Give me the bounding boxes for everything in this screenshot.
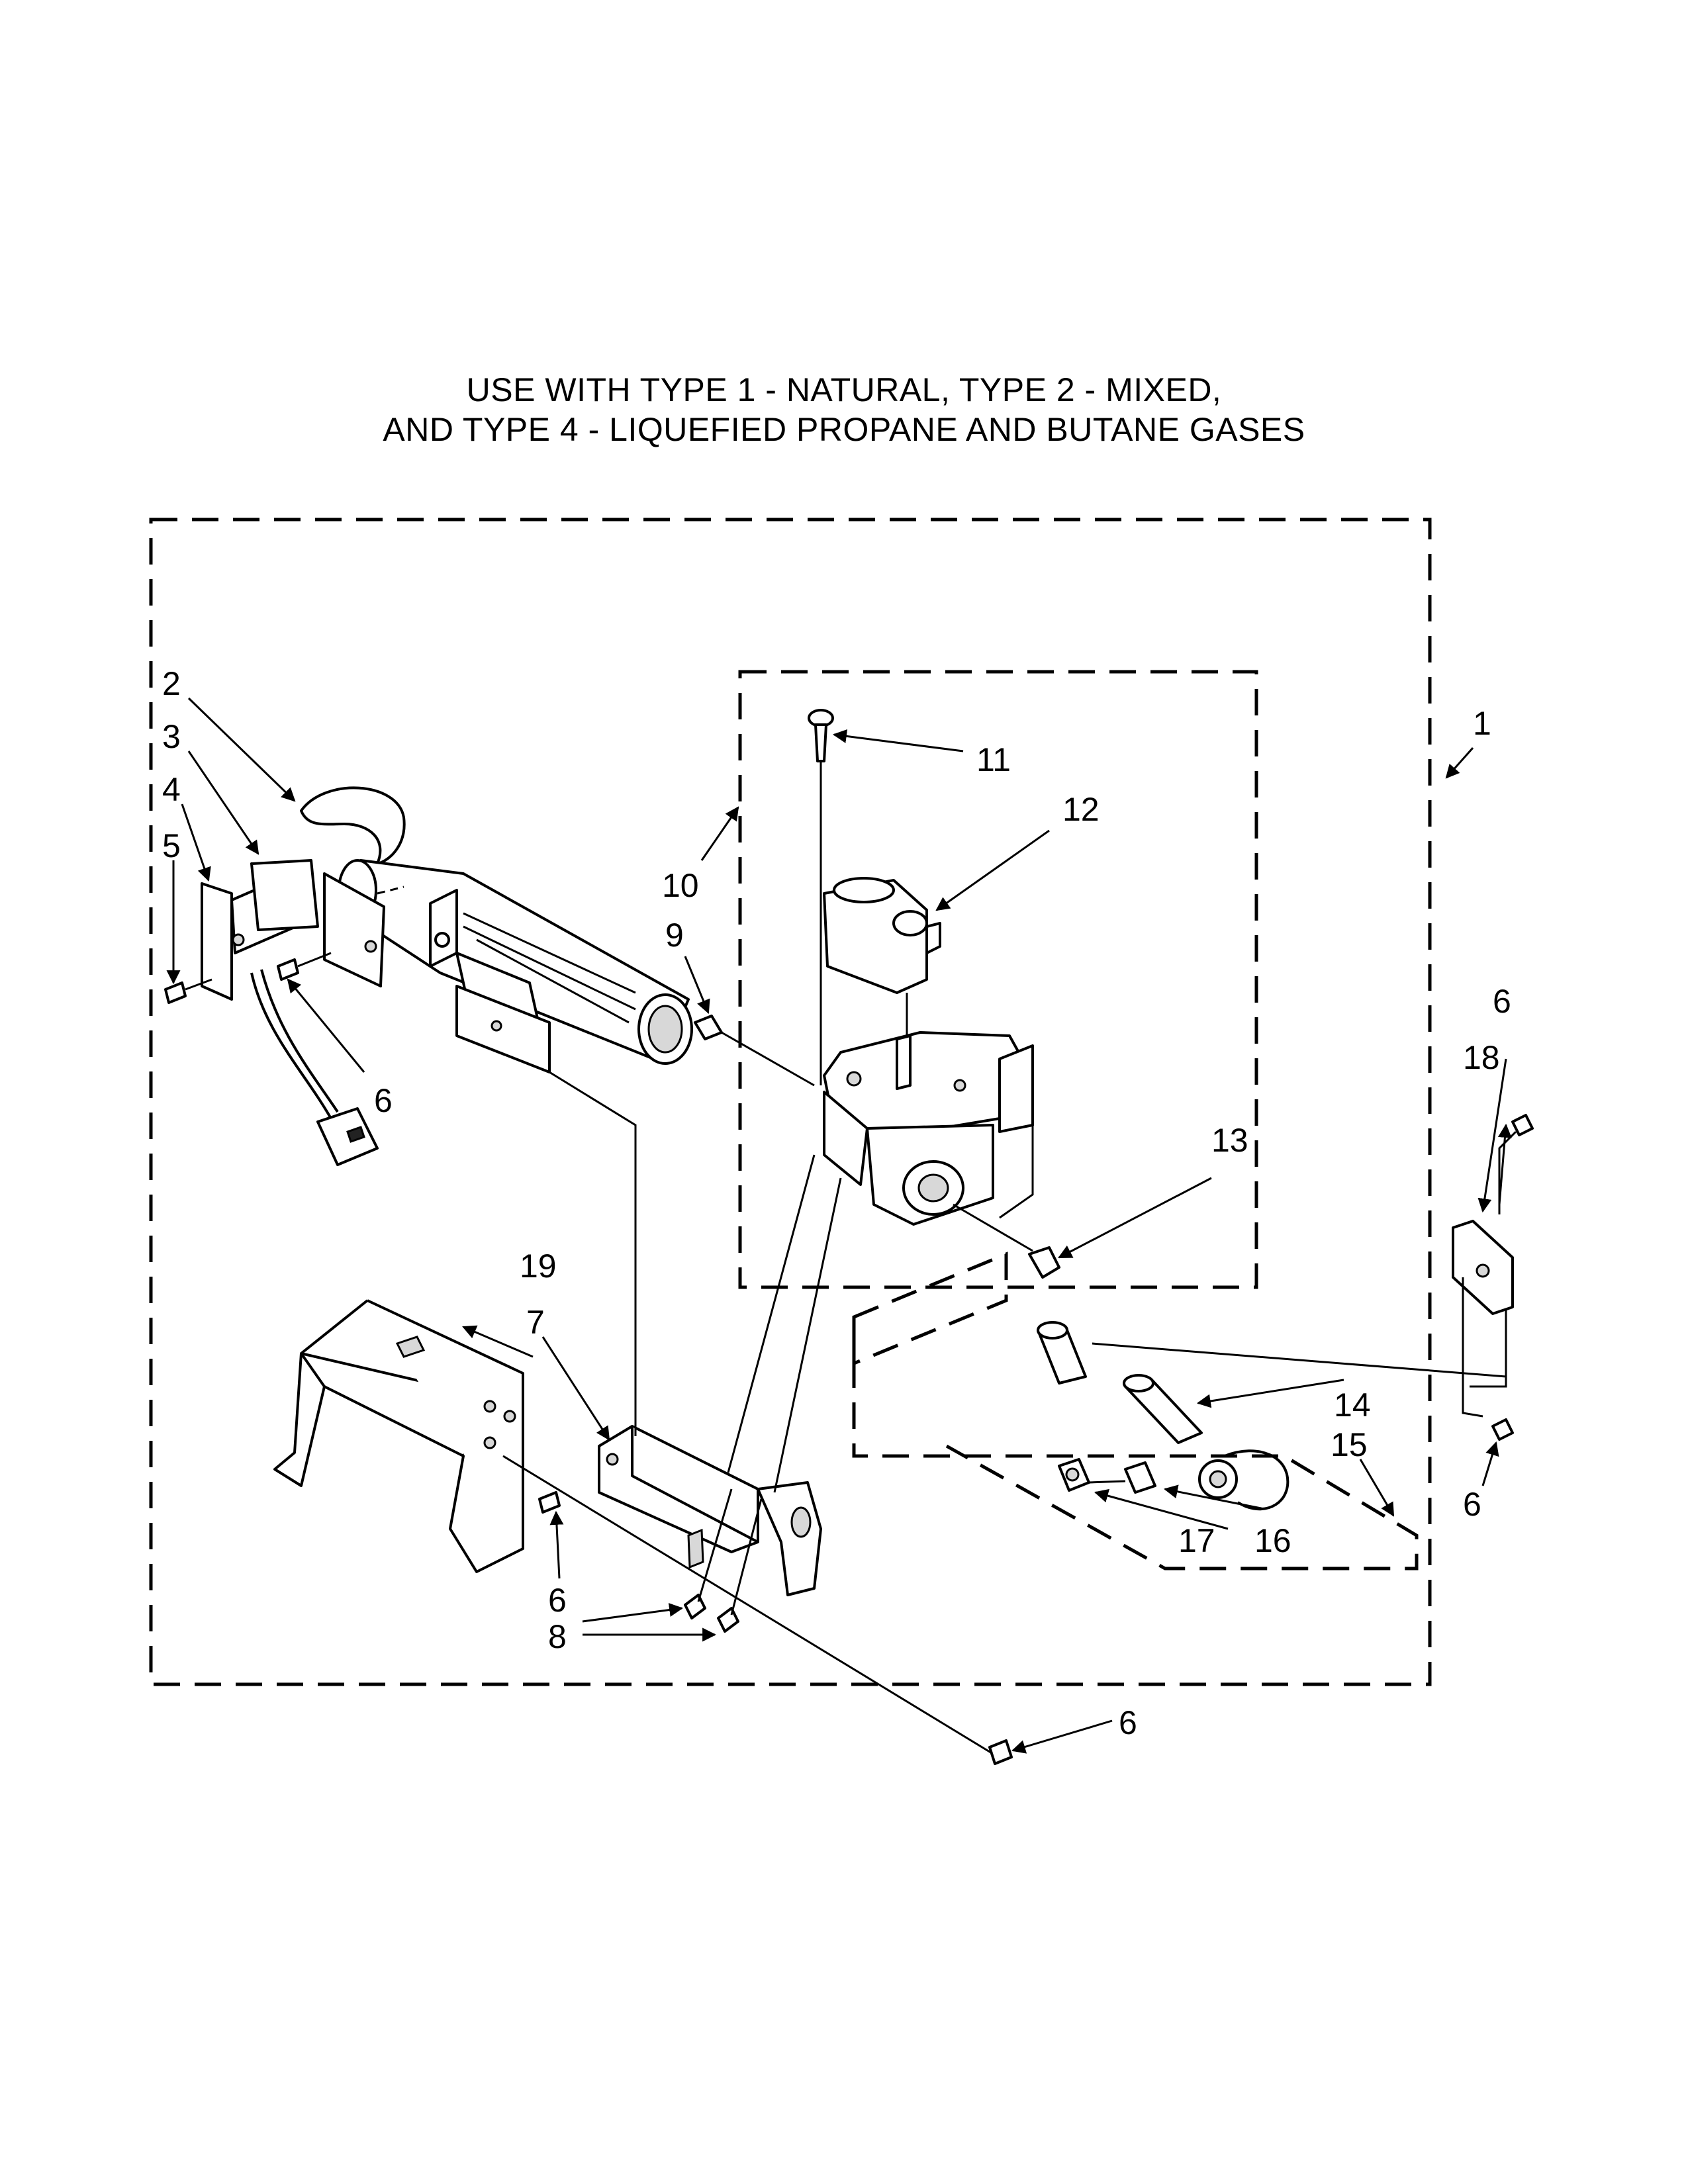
- gas-valve-subassembly-frame: [738, 670, 1258, 1289]
- screw-item-6-right-top: [1498, 1114, 1534, 1214]
- igniter-wire-harness: [250, 969, 379, 1166]
- callout-6-bottom-left: 6: [548, 1582, 567, 1619]
- orifice-extension-part-14: [1037, 1321, 1203, 1444]
- callout-7: 7: [526, 1304, 545, 1341]
- side-bracket-part-18: [1452, 1220, 1514, 1418]
- valve-fitting-part: [1028, 1246, 1060, 1279]
- bracket-alignment-line: [549, 1071, 637, 1436]
- callout-3: 3: [162, 718, 181, 755]
- valve-to-fitting-line: [953, 1203, 1033, 1252]
- callout-19: 19: [520, 1248, 557, 1285]
- callout-15: 15: [1331, 1426, 1368, 1463]
- callout-1: 1: [1473, 705, 1491, 742]
- screw-item-5: [164, 978, 212, 1004]
- diagram-title-line-2: AND TYPE 4 - LIQUEFIED PROPANE AND BUTAN…: [383, 411, 1305, 448]
- burner-assembly-frame: [149, 518, 1432, 1686]
- callout-2: 2: [162, 665, 181, 702]
- valve-to-bracket-line-2: [773, 1177, 842, 1493]
- callout-6-bottom: 6: [1119, 1704, 1137, 1741]
- mounting-bracket-part-19: [273, 1299, 524, 1573]
- callout-18: 18: [1463, 1039, 1500, 1076]
- solenoid-coil-part: [823, 877, 941, 1039]
- orifice-part-16: [1198, 1449, 1289, 1511]
- callout-17: 17: [1178, 1522, 1215, 1559]
- bracket-screw-line: [502, 1455, 994, 1755]
- screw-item-8: [684, 1488, 763, 1633]
- kit-leader-line: [1092, 1342, 1507, 1388]
- diagram-title-line-1: USE WITH TYPE 1 - NATURAL, TYPE 2 - MIXE…: [466, 371, 1222, 408]
- callout-10: 10: [662, 867, 699, 904]
- conversion-kit-frame: [852, 1320, 1419, 1570]
- callout-4: 4: [162, 771, 181, 808]
- screw-item-6-bottom: [988, 1739, 1013, 1765]
- screw-item-6-right-bottom: [1491, 1418, 1514, 1441]
- callout-6-left: 6: [374, 1082, 393, 1119]
- gas-valve-part: [823, 1031, 1034, 1226]
- callout-6-right-bottom: 6: [1463, 1486, 1481, 1523]
- screw-item-6-left: [277, 952, 332, 981]
- tube-to-valve-line: [721, 1031, 815, 1087]
- callout-9: 9: [665, 917, 684, 954]
- kit-orifice-line: [1088, 1480, 1126, 1484]
- callout-14: 14: [1334, 1387, 1371, 1424]
- callout-11: 11: [976, 741, 1011, 778]
- callout-13: 13: [1211, 1122, 1248, 1159]
- callout-5: 5: [162, 827, 181, 864]
- callout-6-right-top: 6: [1493, 983, 1511, 1020]
- callout-arrows: [166, 697, 1512, 1754]
- igniter-bracket-part: [201, 859, 385, 1001]
- callout-12: 12: [1062, 791, 1100, 828]
- valve-to-bracket-line-1: [727, 1154, 816, 1473]
- valve-screw-part: [808, 709, 834, 1085]
- bracket-part-7: [598, 1425, 822, 1596]
- screw-item-6-bottom-left: [538, 1491, 561, 1514]
- conversion-kit-leader-box: [852, 1251, 1008, 1366]
- orifice-nut-part: [694, 1015, 723, 1040]
- orifice-part-17: [1058, 1458, 1156, 1494]
- callout-8: 8: [548, 1618, 567, 1655]
- callout-16: 16: [1254, 1522, 1291, 1559]
